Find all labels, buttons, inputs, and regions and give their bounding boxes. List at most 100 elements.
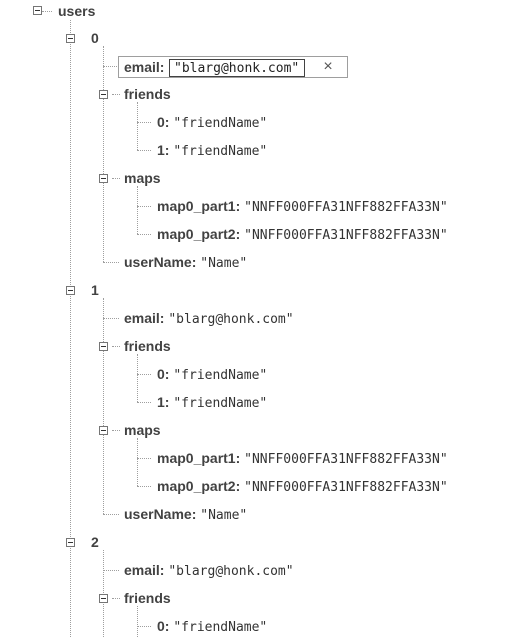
tree-node-maps[interactable]: maps: [124, 168, 161, 188]
tree-node-friends[interactable]: friends: [124, 588, 171, 608]
node-value: "blarg@honk.com": [168, 312, 294, 327]
node-value: "NNFF000FFA31NFF882FFA33N": [244, 200, 448, 215]
tree-connector: [137, 606, 138, 637]
node-key: friends: [124, 338, 171, 354]
tree-connector: [137, 438, 138, 486]
collapse-toggle-users[interactable]: [33, 6, 42, 15]
node-key: 0:: [157, 114, 170, 130]
tree-connector: [103, 514, 119, 515]
node-key: email:: [124, 59, 165, 75]
node-value: "NNFF000FFA31NFF882FFA33N": [244, 480, 448, 495]
node-key: 1: [91, 282, 99, 298]
collapse-toggle-user-2[interactable]: [66, 538, 75, 547]
tree-node-friends[interactable]: friends: [124, 84, 171, 104]
node-key: 0:: [157, 618, 170, 634]
tree-node-user-0[interactable]: 0: [91, 28, 99, 48]
tree-connector: [103, 318, 119, 319]
tree-node-friend[interactable]: 0: "friendName": [157, 112, 267, 132]
node-key: 0: [91, 30, 99, 46]
node-value: "NNFF000FFA31NFF882FFA33N": [244, 228, 448, 243]
tree-node-map[interactable]: map0_part2: "NNFF000FFA31NFF882FFA33N": [157, 476, 448, 496]
node-key: map0_part2:: [157, 478, 241, 494]
tree-connector: [42, 11, 52, 12]
node-key: userName:: [124, 254, 197, 270]
node-value: "friendName": [173, 368, 268, 383]
tree-node-map[interactable]: map0_part1: "NNFF000FFA31NFF882FFA33N": [157, 448, 448, 468]
close-icon[interactable]: ×: [323, 58, 333, 75]
tree-connector: [137, 374, 151, 375]
tree-node-email[interactable]: email: "blarg@honk.com": [124, 560, 294, 580]
collapse-toggle-friends-0[interactable]: [99, 90, 108, 99]
node-value: "Name": [200, 508, 248, 523]
tree-connector: [112, 94, 120, 95]
node-key: map0_part1:: [157, 198, 241, 214]
node-key: email:: [124, 562, 165, 578]
tree-connector: [112, 346, 120, 347]
node-value: "friendName": [173, 144, 268, 159]
tree-connector: [112, 430, 120, 431]
node-key: 1:: [157, 394, 170, 410]
tree-connector: [103, 46, 104, 262]
node-key: maps: [124, 170, 161, 186]
tree-connector: [70, 20, 71, 637]
tree-connector: [137, 150, 151, 151]
tree-connector: [137, 206, 151, 207]
tree-connector: [103, 298, 104, 514]
editor-field-wrap: ×: [167, 57, 349, 77]
tree-node-username[interactable]: userName: "Name": [124, 504, 247, 524]
tree-connector: [137, 354, 138, 402]
node-value: "friendName": [173, 396, 268, 411]
node-key: 2: [91, 534, 99, 550]
node-key: users: [58, 3, 96, 19]
tree-connector: [137, 626, 151, 627]
tree-node-users[interactable]: users: [58, 1, 95, 21]
node-key: email:: [124, 310, 165, 326]
tree-connector: [112, 178, 120, 179]
node-value: "friendName": [173, 116, 268, 131]
tree-node-friend[interactable]: 1: "friendName": [157, 140, 267, 160]
node-value: "Name": [200, 256, 248, 271]
tree-node-friend[interactable]: 1: "friendName": [157, 392, 267, 412]
tree-node-email[interactable]: email: "blarg@honk.com": [124, 308, 294, 328]
tree-connector: [103, 550, 104, 637]
node-key: map0_part1:: [157, 450, 241, 466]
collapse-toggle-friends-1[interactable]: [99, 342, 108, 351]
tree-node-friend[interactable]: 0: "friendName": [157, 364, 267, 384]
collapse-toggle-friends-2[interactable]: [99, 594, 108, 603]
tree-node-friend[interactable]: 0: "friendName": [157, 616, 267, 636]
tree-connector: [137, 234, 151, 235]
tree-connector: [103, 66, 119, 67]
node-key: 1:: [157, 142, 170, 158]
node-key: friends: [124, 86, 171, 102]
inline-editor: email: ×: [118, 56, 348, 78]
node-value: "NNFF000FFA31NFF882FFA33N": [244, 452, 448, 467]
collapse-toggle-user-0[interactable]: [66, 34, 75, 43]
tree-connector: [137, 402, 151, 403]
tree-connector: [137, 458, 151, 459]
collapse-toggle-maps-0[interactable]: [99, 174, 108, 183]
tree-node-map[interactable]: map0_part1: "NNFF000FFA31NFF882FFA33N": [157, 196, 448, 216]
tree-node-map[interactable]: map0_part2: "NNFF000FFA31NFF882FFA33N": [157, 224, 448, 244]
node-value: "blarg@honk.com": [168, 564, 294, 579]
node-key: friends: [124, 590, 171, 606]
tree-connector: [137, 186, 138, 234]
tree-connector: [137, 102, 138, 150]
value-edit-input[interactable]: [169, 59, 305, 77]
tree-connector: [137, 486, 151, 487]
collapse-toggle-maps-1[interactable]: [99, 426, 108, 435]
collapse-toggle-user-1[interactable]: [66, 286, 75, 295]
tree-node-friends[interactable]: friends: [124, 336, 171, 356]
node-key: map0_part2:: [157, 226, 241, 242]
tree-node-user-2[interactable]: 2: [91, 532, 99, 552]
tree-connector: [103, 262, 119, 263]
node-key: userName:: [124, 506, 197, 522]
tree-node-username[interactable]: userName: "Name": [124, 252, 247, 272]
tree-connector: [103, 570, 119, 571]
tree-node-user-1[interactable]: 1: [91, 280, 99, 300]
tree-connector: [137, 122, 151, 123]
node-key: maps: [124, 422, 161, 438]
tree-connector: [112, 598, 120, 599]
tree-node-maps[interactable]: maps: [124, 420, 161, 440]
node-value: "friendName": [173, 620, 268, 635]
node-key: 0:: [157, 366, 170, 382]
